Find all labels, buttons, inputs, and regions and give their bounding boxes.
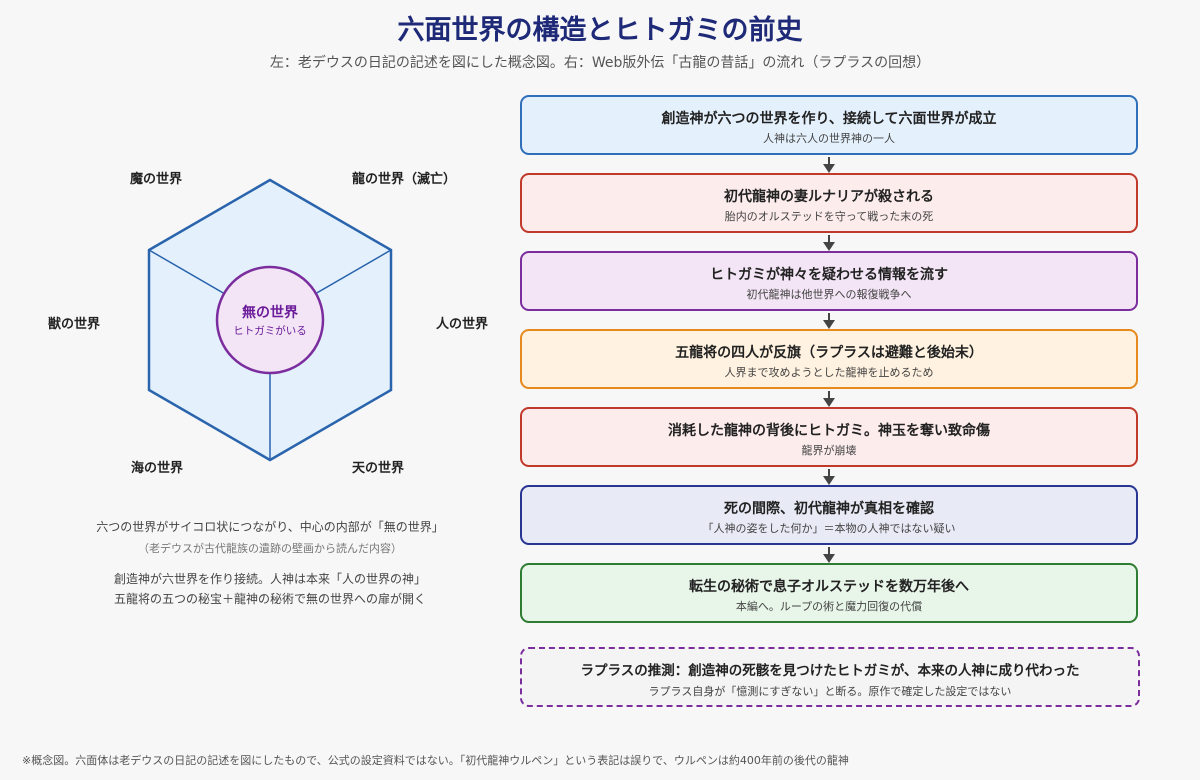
void-world-subtitle: ヒトガミがいる [233,325,307,337]
world-label-heaven: 天の世界 [352,461,405,476]
step-title: 消耗した龍神の背後にヒトガミ。神玉を奪い致命傷 [668,423,990,439]
world-label-human: 人の世界 [436,317,489,332]
step-subtitle: 「人神の姿をした何か」＝本物の人神ではない疑い [702,522,956,535]
speculation-title: ラプラスの推測：創造神の死骸を見つけたヒトガミが、本来の人神に成り代わった [580,663,1080,679]
diagram-note-1: 六つの世界がサイコロ状につながり、中心の内部が「無の世界」 [96,520,444,534]
flow-arrow [823,469,835,485]
speculation-subtitle: ラプラス自身が「憶測にすぎない」と断る。原作で確定した設定ではない [648,685,1012,698]
void-world-circle [215,265,325,375]
void-world-title: 無の世界 [242,305,298,321]
timeline-step-3: ヒトガミが神々を疑わせる情報を流す 初代龍神は他世界への報復戦争へ [520,251,1138,311]
timeline-step-6: 死の間際、初代龍神が真相を確認 「人神の姿をした何か」＝本物の人神ではない疑い [520,485,1138,545]
timeline-step-7: 転生の秘術で息子オルステッドを数万年後へ 本編へ。ループの術と魔力回復の代償 [520,563,1138,623]
diagram-note-source: （老デウスが古代龍族の遺跡の壁画から読んだ内容） [138,542,402,555]
page-title: 六面世界の構造とヒトガミの前史 [397,15,803,46]
step-title: 五龍将の四人が反旗（ラプラスは避難と後始末） [675,345,983,361]
world-label-sea: 海の世界 [131,461,184,476]
world-label-demon: 魔の世界 [130,172,183,187]
page-subtitle: 左：老デウスの日記の記述を図にした概念図。右：Web版外伝「古龍の昔話」の流れ（… [269,55,931,71]
world-label-beast: 獣の世界 [48,317,101,332]
timeline-step-1: 創造神が六つの世界を作り、接続して六面世界が成立 人神は六人の世界神の一人 [520,95,1138,155]
diagram-note-3: 創造神が六世界を作り接続。人神は本来「人の世界の神」 [113,572,426,586]
step-title: 死の間際、初代龍神が真相を確認 [724,501,934,517]
step-title: ヒトガミが神々を疑わせる情報を流す [710,267,948,283]
hexagon-diagram [147,178,393,462]
step-title: 初代龍神の妻ルナリアが殺される [724,189,934,205]
flow-arrow [823,391,835,407]
timeline-step-5: 消耗した龍神の背後にヒトガミ。神玉を奪い致命傷 龍界が崩壊 [520,407,1138,467]
timeline-step-2: 初代龍神の妻ルナリアが殺される 胎内のオルステッドを守って戦った末の死 [520,173,1138,233]
step-subtitle: 人神は六人の世界神の一人 [763,132,895,145]
diagram-note-4: 五龍将の五つの秘宝＋龍神の秘術で無の世界への扉が開く [113,592,426,606]
flow-arrow [823,547,835,563]
flow-arrow [823,235,835,251]
step-subtitle: 胎内のオルステッドを守って戦った末の死 [724,210,934,223]
flow-arrow [823,157,835,173]
step-subtitle: 本編へ。ループの術と魔力回復の代償 [735,600,923,613]
step-subtitle: 人界まで攻めようとした龍神を止めるため [724,366,934,379]
world-label-dragon: 龍の世界（滅亡） [352,172,457,187]
step-subtitle: 初代龍神は他世界への報復戦争へ [746,288,912,301]
speculation-box: ラプラスの推測：創造神の死骸を見つけたヒトガミが、本来の人神に成り代わった ラプ… [520,647,1140,707]
timeline-step-4: 五龍将の四人が反旗（ラプラスは避難と後始末） 人界まで攻めようとした龍神を止める… [520,329,1138,389]
step-title: 転生の秘術で息子オルステッドを数万年後へ [689,579,969,595]
footnote: ※概念図。六面体は老デウスの日記の記述を図にしたもので、公式の設定資料ではない。… [22,754,849,767]
step-subtitle: 龍界が崩壊 [801,444,857,457]
step-title: 創造神が六つの世界を作り、接続して六面世界が成立 [661,111,997,127]
flow-arrow [823,313,835,329]
